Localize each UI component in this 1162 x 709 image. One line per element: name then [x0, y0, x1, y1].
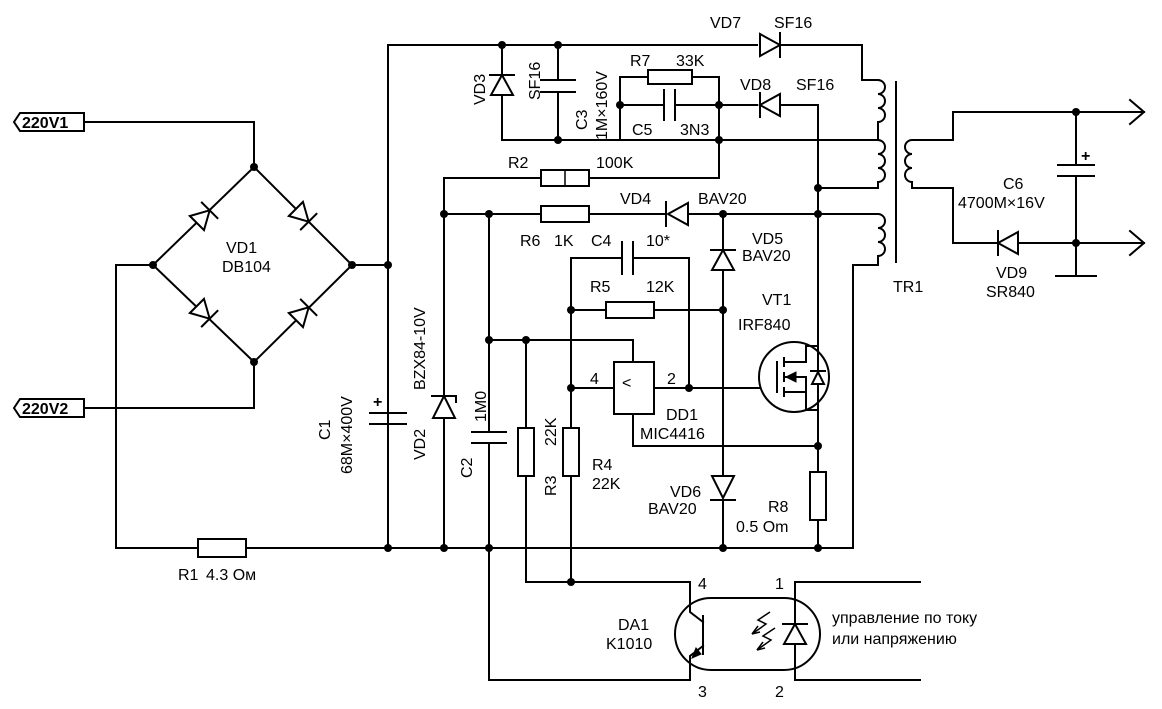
c4-ref: C4 — [591, 233, 612, 250]
r1-ref: R1 — [178, 567, 199, 584]
snubber-network: VD3 SF16 C3 1M×160V R7 33K C5 3N3 — [472, 41, 879, 144]
c1-plus: + — [373, 394, 382, 411]
da1-ref: DA1 — [618, 617, 649, 634]
dd1-ref: DD1 — [666, 407, 698, 424]
vd2-part: BZX84-10V — [412, 307, 429, 390]
capacitor-c1: + C1 68M×400V — [317, 394, 407, 552]
mosfet-vt1: VT1 IRF840 — [738, 292, 830, 447]
da1-part: K1010 — [606, 636, 652, 653]
r2-value: 100K — [596, 155, 634, 172]
dd1-pin-in: 4 — [590, 371, 599, 388]
bridge-rectifier-vd1: VD1 DB104 — [149, 163, 356, 366]
c2-ref: C2 — [459, 457, 476, 478]
vd4-part: BAV20 — [698, 191, 747, 208]
main-rails — [115, 44, 879, 549]
r4-ref: R4 — [592, 457, 613, 474]
resistor-r1: R1 4.3 Ом — [178, 538, 256, 584]
transformer-tr1: TR1 — [817, 78, 954, 296]
r5-value: 12K — [646, 279, 675, 296]
vd7-ref: VD7 — [710, 15, 741, 32]
vd4-ref: VD4 — [620, 191, 651, 208]
vt1-ref: VT1 — [762, 292, 791, 309]
c4-r5-network: C4 10* R5 12K — [567, 233, 724, 389]
da1-pin3: 3 — [698, 684, 707, 701]
capacitor-c2: 1M0 C2 — [459, 210, 691, 681]
vd5-part: BAV20 — [742, 248, 791, 265]
input-connector-220v1: 220V1 — [12, 112, 255, 168]
c1-value: 68M×400V — [339, 396, 356, 474]
r8-value: 0.5 Om — [736, 519, 788, 536]
r1-value: 4.3 Ом — [206, 567, 256, 584]
r3-ref: R3 — [543, 475, 560, 496]
r7-value: 33K — [676, 53, 705, 70]
r4-value: 22K — [592, 476, 621, 493]
c5-value: 3N3 — [680, 122, 709, 139]
c6-plus: + — [1081, 148, 1090, 165]
r7-ref: R7 — [630, 53, 651, 70]
c6-ref: C6 — [1003, 176, 1024, 193]
input-connector-220v2: 220V2 — [12, 361, 255, 418]
r5-ref: R5 — [590, 279, 611, 296]
r6-ref: R6 — [520, 233, 541, 250]
vd5-vd6-column: VD5 BAV20 VD6 BAV20 — [648, 213, 791, 552]
da1-pin1: 1 — [775, 576, 784, 593]
c2-value: 1M0 — [473, 391, 490, 422]
r2-r6-vd4: R2 100K R6 1K VD4 BAV20 — [443, 136, 854, 250]
output-section: + C6 4700M×16V VD9 SR840 — [952, 98, 1146, 301]
driver-dd1: < 4 2 DD1 MIC4416 — [488, 336, 822, 450]
vd7-part: SF16 — [774, 15, 812, 32]
r6-value: 1K — [554, 233, 574, 250]
dd1-symbol: < — [622, 375, 631, 392]
vd1-ref: VD1 — [226, 240, 257, 257]
optocoupler-da1: 4 1 3 2 DA1 K1010 — [606, 576, 921, 701]
vd3-part: SF16 — [527, 62, 544, 100]
dd1-part: MIC4416 — [640, 426, 705, 443]
da1-pin4: 4 — [698, 576, 707, 593]
vd8-part: SF16 — [796, 77, 834, 94]
c6-value: 4700M×16V — [958, 195, 1045, 212]
c4-value: 10* — [646, 233, 670, 250]
input-220v2-label: 220V2 — [22, 401, 68, 418]
c3-ref: C3 — [574, 109, 591, 130]
note-line2: или напряжению — [832, 631, 957, 648]
vd1-part: DB104 — [222, 259, 271, 276]
tr1-ref: TR1 — [893, 279, 923, 296]
r8-ref: R8 — [768, 499, 789, 516]
r3-value: 22K — [543, 417, 560, 446]
vd6-ref: VD6 — [670, 484, 701, 501]
resistors-r3-r4: 22K R3 R4 22K — [517, 339, 691, 601]
vd5-ref: VD5 — [752, 231, 783, 248]
zener-vd2: BZX84-10V VD2 — [412, 177, 457, 552]
input-220v1-label: 220V1 — [22, 115, 68, 132]
vd6-part: BAV20 — [648, 501, 697, 518]
r2-ref: R2 — [508, 155, 529, 172]
vd9-ref: VD9 — [996, 265, 1027, 282]
c1-ref: C1 — [317, 419, 334, 440]
vd2-ref: VD2 — [412, 429, 429, 460]
c3-value: 1M×160V — [594, 71, 611, 140]
vt1-part: IRF840 — [738, 317, 791, 334]
c5-ref: C5 — [632, 122, 653, 139]
vd9-part: SR840 — [986, 284, 1035, 301]
vd3-ref: VD3 — [472, 74, 489, 105]
note-line1: управление по току — [832, 610, 977, 627]
diode-vd7: VD7 SF16 — [710, 15, 812, 58]
dd1-pin-out: 2 — [667, 371, 676, 388]
resistor-r8: R8 0.5 Om — [736, 445, 827, 552]
vd8-ref: VD8 — [740, 77, 771, 94]
da1-pin2: 2 — [775, 684, 784, 701]
control-note: управление по току или напряжению — [832, 610, 977, 648]
